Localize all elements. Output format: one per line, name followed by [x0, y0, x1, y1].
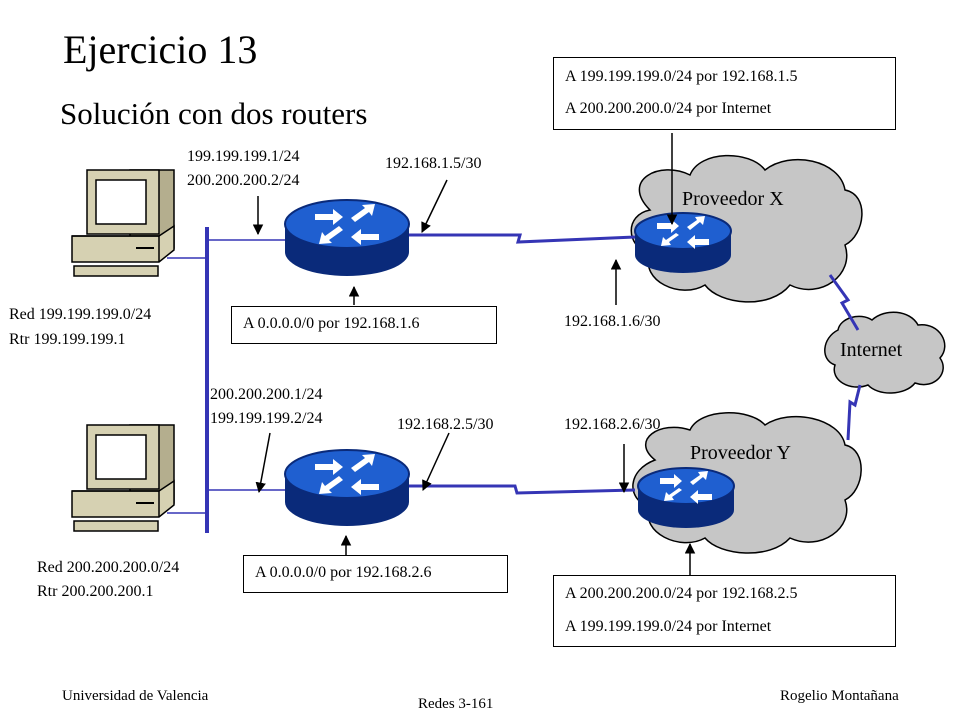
- route-box-router2: A 0.0.0.0/0 por 192.168.2.6: [243, 555, 508, 593]
- route-line: A 199.199.199.0/24 por 192.168.1.5: [565, 68, 798, 85]
- red1-router-label: Rtr 199.199.199.1: [9, 331, 126, 348]
- proveedor-x-wan-label: 192.168.1.6/30: [564, 313, 661, 330]
- slide-subtitle: Solución con dos routers: [60, 96, 368, 131]
- router-2: [284, 449, 410, 526]
- route-line: A 0.0.0.0/0 por 192.168.2.6: [255, 564, 432, 581]
- pc-1: [71, 169, 175, 277]
- router1-ip-label-1: 199.199.199.1/24: [187, 148, 300, 165]
- proveedor-y-wan-label: 192.168.2.6/30: [564, 416, 661, 433]
- footer-center: Redes 3-161: [418, 696, 494, 712]
- router-proveedor-x: [634, 212, 732, 273]
- footer-right: Rogelio Montañana: [780, 688, 899, 704]
- internet-link-x: [828, 274, 860, 331]
- route-line: A 200.200.200.0/24 por Internet: [565, 100, 772, 117]
- red2-network-label: Red 200.200.200.0/24: [37, 559, 180, 576]
- proveedor-x-label: Proveedor X: [682, 188, 784, 210]
- router2-ip-label-2: 199.199.199.2/24: [210, 410, 323, 427]
- router-proveedor-y: [637, 467, 735, 528]
- slide-title: Ejercicio 13: [63, 27, 258, 72]
- router-1: [284, 199, 410, 276]
- proveedor-y-label: Proveedor Y: [690, 442, 791, 464]
- route-box-proveedor-x: A 199.199.199.0/24 por 192.168.1.5 A 200…: [553, 57, 896, 130]
- internet-label: Internet: [840, 339, 903, 361]
- router2-ip-label-1: 200.200.200.1/24: [210, 386, 323, 403]
- router1-wan-label: 192.168.1.5/30: [385, 155, 482, 172]
- footer-left: Universidad de Valencia: [62, 688, 209, 704]
- internet-link-y: [846, 384, 862, 441]
- route-box-proveedor-y: A 200.200.200.0/24 por 192.168.2.5 A 199…: [553, 575, 896, 647]
- red2-router-label: Rtr 200.200.200.1: [37, 583, 154, 600]
- wan-link-1: [408, 233, 636, 244]
- red1-network-label: Red 199.199.199.0/24: [9, 306, 152, 323]
- cloud-internet: [824, 311, 946, 394]
- route-box-router1: A 0.0.0.0/0 por 192.168.1.6: [231, 306, 497, 344]
- route-line: A 0.0.0.0/0 por 192.168.1.6: [243, 315, 420, 332]
- router1-ip-label-2: 200.200.200.2/24: [187, 172, 300, 189]
- wan-link-2: [408, 484, 636, 495]
- route-line: A 199.199.199.0/24 por Internet: [565, 618, 772, 635]
- pc-2: [71, 424, 175, 532]
- route-line: A 200.200.200.0/24 por 192.168.2.5: [565, 585, 798, 602]
- router2-wan-label: 192.168.2.5/30: [397, 416, 494, 433]
